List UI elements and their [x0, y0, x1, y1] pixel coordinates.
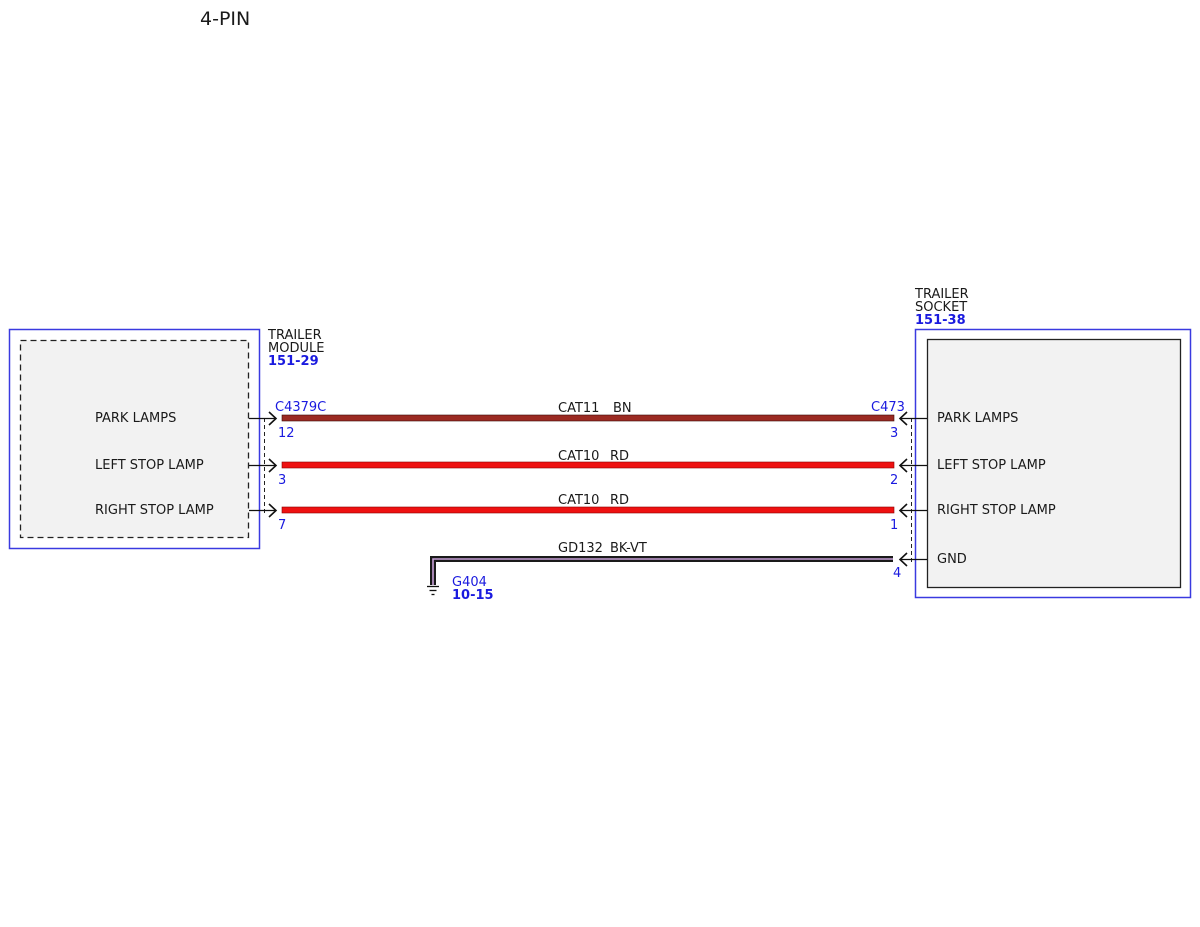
- wire-2-color: RD: [610, 449, 629, 464]
- left-pin-label-left-stop-lamp: LEFT STOP LAMP: [95, 458, 204, 473]
- trailer-socket-inner-box: [926, 338, 1182, 589]
- right-pin-label-left-stop-lamp: LEFT STOP LAMP: [937, 458, 1046, 473]
- wire-1-color: BN: [613, 401, 632, 416]
- ground-ref-link[interactable]: 10-15: [452, 588, 494, 603]
- wire-1-circuit: CAT11: [558, 401, 599, 416]
- terminal-arrow-icon: [898, 411, 908, 426]
- page-title: 4-PIN: [200, 8, 250, 30]
- right-pin-label-gnd: GND: [937, 552, 967, 567]
- trailer-module-name-line-2: MODULE: [268, 341, 324, 356]
- right-pin-number: 2: [890, 473, 898, 488]
- trailer-module-name-line-1: TRAILER: [267, 328, 322, 343]
- left-pin-label-right-stop-lamp: RIGHT STOP LAMP: [95, 503, 214, 518]
- terminal-arrow-icon: [898, 503, 908, 518]
- trailer-socket-name-line-1: TRAILER: [914, 287, 969, 302]
- terminal-arrow-icon: [898, 552, 908, 567]
- trailer-module-inner-box: [19, 339, 250, 539]
- left-pin-number: 3: [278, 473, 286, 488]
- wire-3-color: RD: [610, 493, 629, 508]
- red-wire[interactable]: [281, 506, 895, 514]
- terminal-arrow-icon: [268, 411, 278, 426]
- trailer-socket-name-line-2: SOCKET: [915, 300, 967, 315]
- ground-name: G404: [452, 575, 487, 590]
- right-pin-label-right-stop-lamp: RIGHT STOP LAMP: [937, 503, 1056, 518]
- wire-4-color: BK-VT: [610, 541, 647, 556]
- left-pin-number: 7: [278, 518, 286, 533]
- right-pin-label-park-lamps: PARK LAMPS: [937, 411, 1018, 426]
- left-pin-number: 12: [278, 426, 295, 441]
- connector-c473-label: C473: [871, 400, 905, 415]
- left-pin-label-park-lamps: PARK LAMPS: [95, 411, 176, 426]
- right-pin-number: 1: [890, 518, 898, 533]
- red-wire[interactable]: [281, 461, 895, 469]
- terminal-arrow-icon: [268, 458, 278, 473]
- terminal-arrow-icon: [898, 458, 908, 473]
- right-pin-number: 3: [890, 426, 898, 441]
- trailer-module-ref-link[interactable]: 151-29: [268, 354, 319, 369]
- trailer-socket-ref-link[interactable]: 151-38: [915, 313, 966, 328]
- wire-2-circuit: CAT10: [558, 449, 599, 464]
- black-violet-wire[interactable]: [430, 556, 893, 585]
- wire-3-circuit: CAT10: [558, 493, 599, 508]
- left-pin-stubs: [249, 411, 278, 518]
- brown-wire[interactable]: [281, 414, 895, 422]
- connector-c4379c-label: C4379C: [275, 400, 326, 415]
- ground-symbol-icon: [427, 585, 439, 596]
- terminal-arrow-icon: [268, 503, 278, 518]
- right-pin-stubs: [898, 411, 927, 567]
- right-pin-number: 4: [893, 566, 901, 581]
- trailer-socket: PARK LAMPS LEFT STOP LAMP RIGHT STOP LAM…: [914, 287, 1192, 599]
- trailer-module: PARK LAMPS LEFT STOP LAMP RIGHT STOP LAM…: [8, 328, 324, 550]
- wire-4-circuit: GD132: [558, 541, 603, 556]
